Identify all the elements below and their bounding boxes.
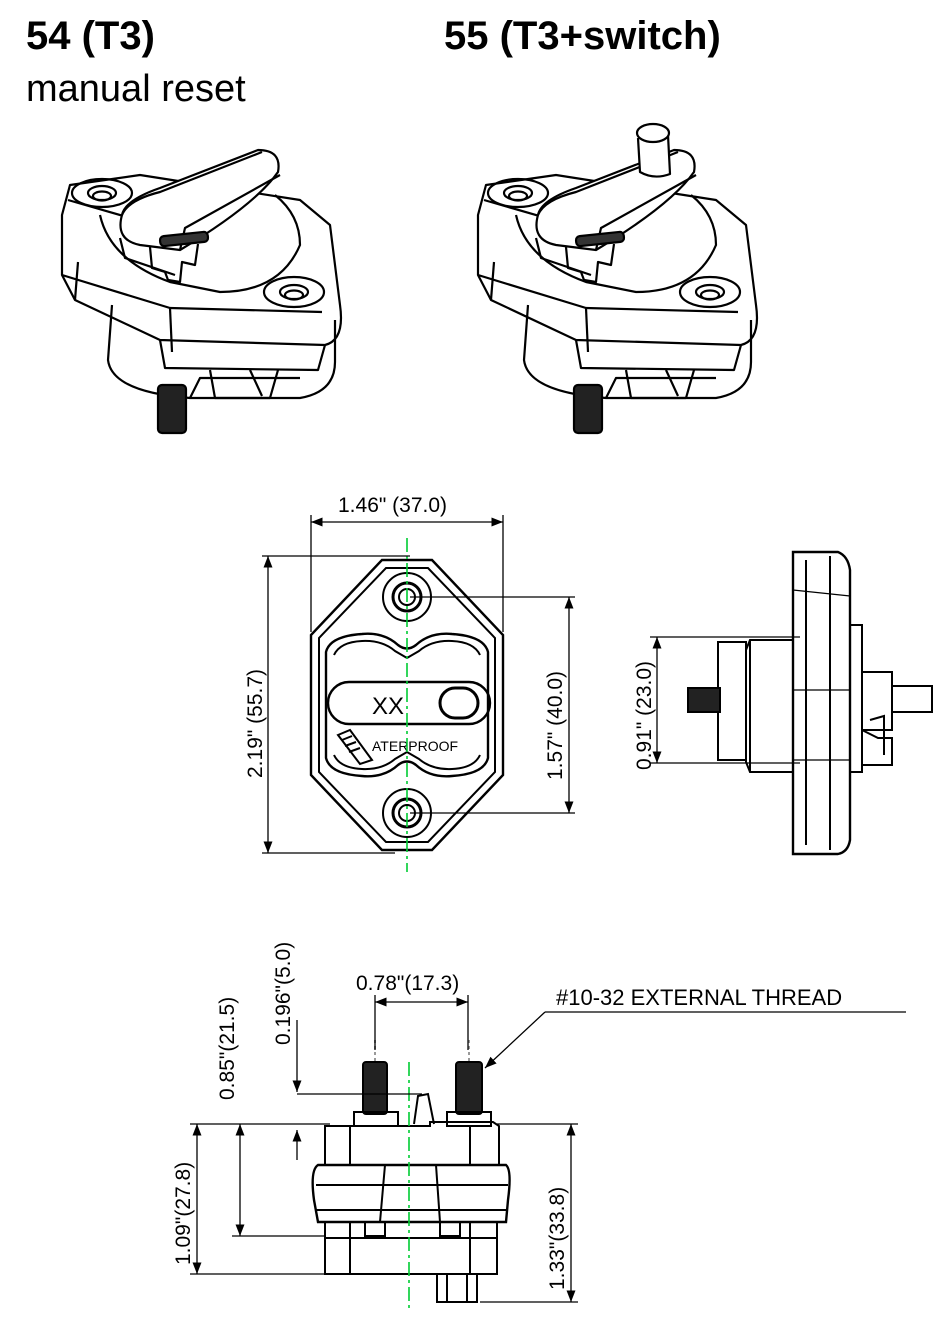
label-code: XX (372, 693, 404, 720)
model-54-subtitle: manual reset (26, 68, 246, 110)
dim-stud-spacing: 0.78"(17.3) (356, 972, 459, 995)
dim-body-height: 1.09"(27.8) (172, 1162, 195, 1265)
dim-hole-spacing: 1.57" (40.0) (544, 671, 567, 780)
breaker-isometric-icon (60, 148, 343, 435)
front-dimensions (262, 515, 575, 854)
label-text: ATERPROOF (372, 738, 458, 754)
thread-note: #10-32 EXTERNAL THREAD (556, 985, 842, 1010)
dim-overall-depth: 1.33"(33.8) (546, 1187, 569, 1290)
model-55-title: 55 (T3+switch) (444, 14, 721, 58)
side-view (687, 550, 933, 856)
dim-side-height: 0.91" (23.0) (633, 661, 656, 770)
elevation-view (311, 1040, 511, 1303)
breaker-switch-isometric-icon (476, 122, 759, 435)
elevation-dimensions (190, 995, 906, 1303)
dim-stud-offset: 0.196"(5.0) (272, 942, 295, 1045)
dim-height-total: 2.19" (55.7) (244, 669, 267, 778)
dim-width-top: 1.46" (37.0) (338, 494, 447, 517)
model-54-title: 54 (T3) (26, 14, 155, 58)
side-dimensions (650, 636, 800, 764)
dim-stud-height: 0.85"(21.5) (216, 997, 239, 1100)
